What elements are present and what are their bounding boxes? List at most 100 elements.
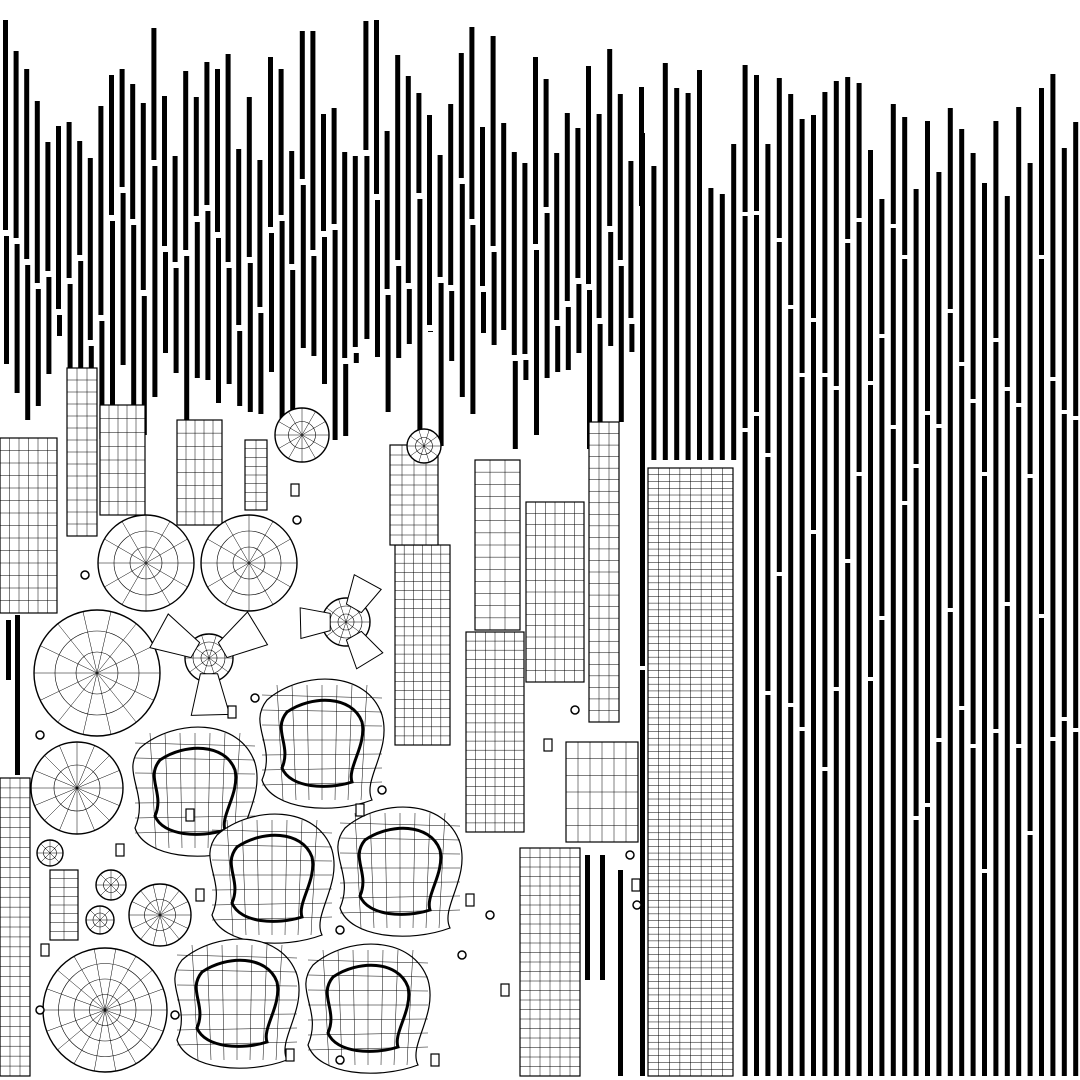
uv-strip: [1027, 478, 1033, 831]
uv-strip: [982, 183, 987, 472]
spoke-line: [104, 1009, 117, 1072]
uv-strip: [993, 733, 999, 1076]
uv-fan-blade: [345, 573, 382, 614]
uv-strip: [332, 230, 338, 440]
uv-small-island: [35, 730, 45, 740]
uv-small-island: [227, 705, 237, 719]
spoke-line: [96, 672, 137, 723]
uv-strip: [56, 126, 61, 309]
island-mesh-line: [134, 815, 256, 819]
uv-strip: [162, 96, 167, 246]
uv-small-island: [170, 1010, 180, 1020]
island-mesh-line: [275, 944, 283, 1061]
uv-strip: [384, 131, 390, 289]
uv-strip: [522, 163, 528, 354]
uv-strip: [511, 152, 517, 355]
spoke-line: [57, 623, 98, 674]
spoke-line: [40, 672, 98, 701]
spoke-line: [104, 1009, 137, 1064]
spoke-line: [145, 562, 188, 588]
spoke-line: [121, 562, 147, 605]
uv-strip: [925, 121, 930, 411]
uv-strip: [993, 342, 999, 729]
uv-strip: [258, 313, 264, 414]
uv-strip: [173, 268, 179, 373]
spoke-line: [301, 411, 316, 436]
uv-small-island: [632, 900, 642, 910]
uv-strip: [458, 53, 464, 178]
island-inner-frame: [357, 826, 443, 916]
uv-strip: [24, 69, 30, 259]
spoke-line: [131, 901, 161, 916]
uv-strip: [970, 153, 976, 399]
uv-strip: [982, 476, 987, 869]
uv-strip: [543, 79, 549, 207]
spoke-line: [224, 562, 250, 605]
uv-strip: [352, 156, 358, 347]
spoke-line: [96, 611, 112, 674]
uv-strip: [597, 324, 603, 440]
uv-strip: [428, 331, 433, 332]
spoke-line: [40, 843, 51, 854]
uv-strip: [617, 94, 623, 260]
uv-strip: [311, 256, 317, 356]
spoke-line: [73, 956, 106, 1011]
uv-strip: [269, 233, 274, 372]
uv-strip: [833, 390, 839, 687]
spoke-line: [34, 787, 78, 806]
uv-strip: [868, 150, 873, 381]
uv-strip: [300, 185, 306, 348]
uv-strip: [172, 156, 178, 262]
uv-strip: [585, 855, 590, 980]
uv-strip: [405, 76, 411, 283]
spoke-line: [423, 435, 438, 447]
island-mesh-line: [261, 767, 383, 771]
uv-strip: [890, 104, 896, 224]
uv-strip: [374, 20, 379, 194]
island-mesh-line: [384, 812, 388, 929]
uv-strip: [776, 78, 782, 238]
uv-strip: [970, 403, 976, 744]
spoke-line: [99, 919, 111, 931]
spoke-line: [326, 621, 347, 637]
uv-small-island: [250, 693, 260, 703]
uv-strip: [470, 225, 476, 414]
uv-strip: [640, 670, 645, 1076]
island-mesh-line: [339, 881, 461, 884]
uv-strip: [754, 75, 759, 211]
uv-strip: [501, 123, 507, 330]
island-mesh-line: [211, 902, 333, 906]
spoke-line: [96, 672, 112, 735]
uv-strip: [833, 691, 839, 1076]
spoke-line: [248, 538, 291, 564]
uv-strip: [1073, 732, 1079, 1076]
uv-strip: [130, 84, 136, 219]
uv-strip: [141, 296, 147, 435]
uv-small-island: [631, 878, 641, 892]
spoke-line: [96, 645, 154, 674]
uv-strip: [544, 213, 550, 378]
spoke-line: [57, 969, 106, 1011]
spoke-line: [76, 787, 120, 806]
uv-small-island: [457, 950, 467, 960]
uv-strip: [822, 771, 828, 1076]
uv-strip: [947, 612, 953, 1076]
island-mesh-line: [276, 684, 284, 801]
island-mesh-line: [249, 944, 253, 1061]
uv-strip: [856, 83, 862, 218]
spoke-line: [224, 521, 250, 564]
spoke-line: [145, 538, 188, 564]
island-mesh-line: [179, 732, 183, 849]
uv-strip: [66, 122, 72, 278]
spoke-line: [121, 521, 147, 564]
uv-strip: [1073, 122, 1079, 416]
uv-strip: [902, 117, 908, 255]
uv-strip: [959, 710, 965, 1076]
spoke-line: [278, 421, 303, 436]
uv-strip: [184, 256, 190, 440]
island-mesh-line: [149, 732, 157, 849]
spoke-line: [76, 787, 110, 821]
uv-strip: [353, 353, 359, 363]
uv-small-island: [185, 808, 195, 822]
uv-strip: [120, 193, 126, 365]
